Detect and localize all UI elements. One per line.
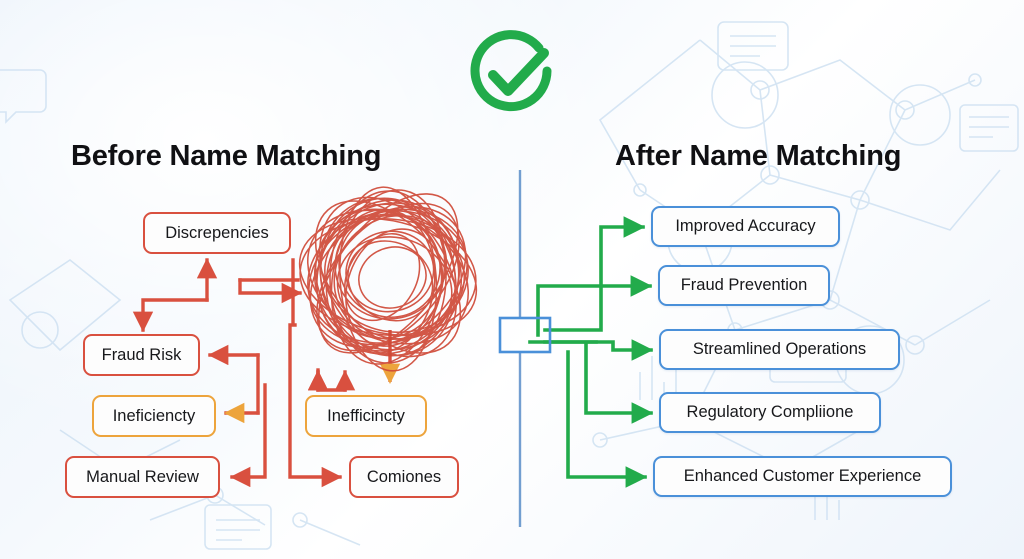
node-inefficincty[interactable]: Inefficincty	[305, 395, 427, 437]
tangled-scribble	[298, 186, 478, 372]
node-streamlined-operations[interactable]: Streamlined Operations	[659, 329, 900, 370]
node-ineficiencty[interactable]: Ineficiencty	[92, 395, 216, 437]
node-discrepencies[interactable]: Discrepencies	[143, 212, 291, 254]
heading-before: Before Name Matching	[71, 140, 382, 172]
node-fraud-risk[interactable]: Fraud Risk	[83, 334, 200, 376]
node-manual-review[interactable]: Manual Review	[65, 456, 220, 498]
hub-node	[498, 316, 552, 354]
node-regulatory-compliione[interactable]: Regulatory Compliione	[659, 392, 881, 433]
node-enhanced-customer-experience[interactable]: Enhanced Customer Experience	[653, 456, 952, 497]
node-fraud-prevention[interactable]: Fraud Prevention	[658, 265, 830, 306]
node-comiones[interactable]: Comiones	[349, 456, 459, 498]
green-check-circle-icon	[470, 30, 552, 112]
heading-after: After Name Matching	[615, 140, 902, 172]
node-improved-accuracy[interactable]: Improved Accuracy	[651, 206, 840, 247]
